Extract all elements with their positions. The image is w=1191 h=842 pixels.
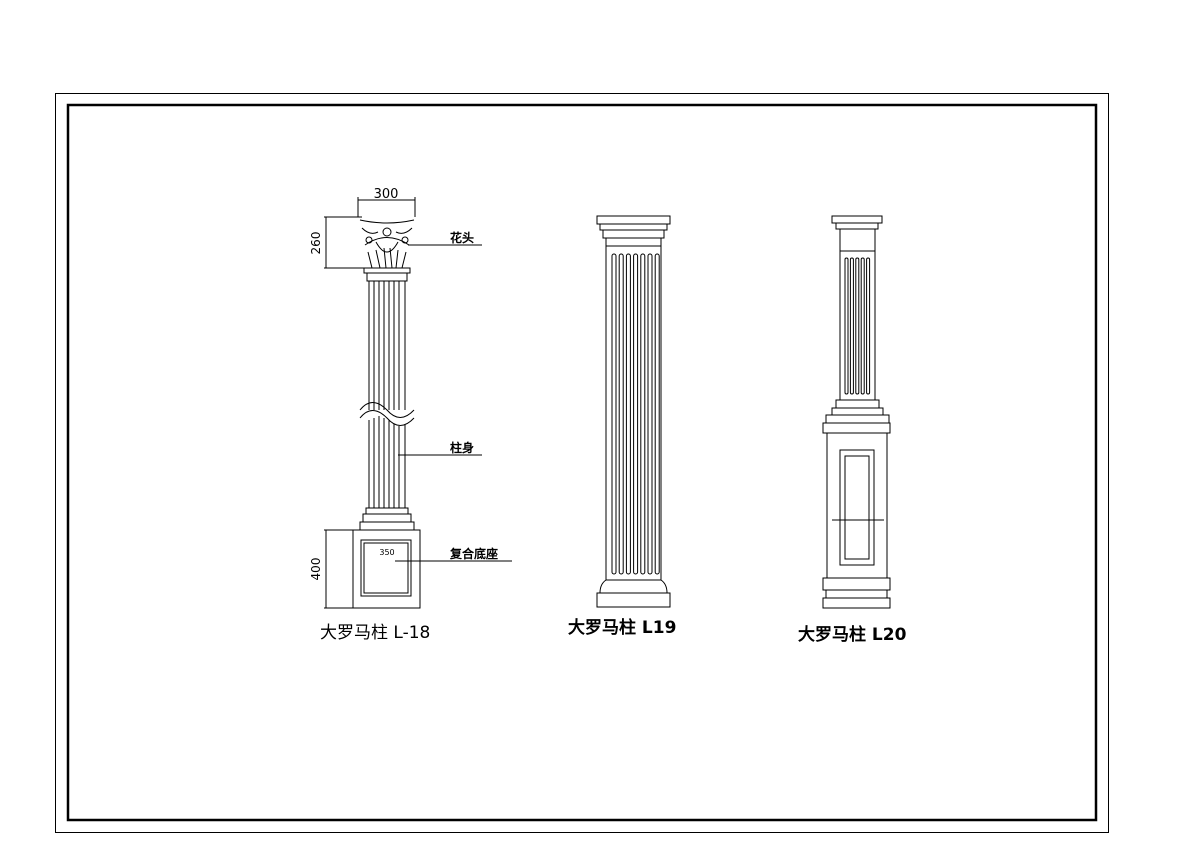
column-l20: 大罗马柱 L20 [798, 215, 907, 645]
label-base: 复合底座 [449, 546, 498, 561]
flute [860, 257, 865, 395]
flute [647, 253, 653, 575]
label-capital: 花头 [450, 230, 474, 245]
dim-base-inner: 350 [379, 548, 394, 557]
flute [855, 257, 860, 395]
label-shaft: 柱身 [450, 440, 474, 455]
column-title-l18: 大罗马柱 L-18 [320, 623, 430, 643]
dim-base-height: 400 [309, 558, 323, 581]
column-title-l20: 大罗马柱 L20 [798, 624, 907, 645]
inner-frame [66, 103, 1098, 822]
flute [844, 257, 849, 395]
column-l19: 大罗马柱 L19 [568, 215, 676, 638]
dim-capital-height: 260 [309, 232, 323, 255]
outer-frame [55, 93, 1109, 833]
flute [625, 253, 631, 575]
flute [611, 253, 617, 575]
column-l18: 300 260 350 400 花头 柱身 复合底座 大罗马柱 L-18 [309, 187, 512, 643]
flute [618, 253, 624, 575]
column-title-l19: 大罗马柱 L19 [568, 617, 676, 638]
dim-width: 300 [374, 187, 399, 202]
flute [633, 253, 639, 575]
flute [849, 257, 854, 395]
flute [640, 253, 646, 575]
flute [654, 253, 660, 575]
flute [866, 257, 871, 395]
